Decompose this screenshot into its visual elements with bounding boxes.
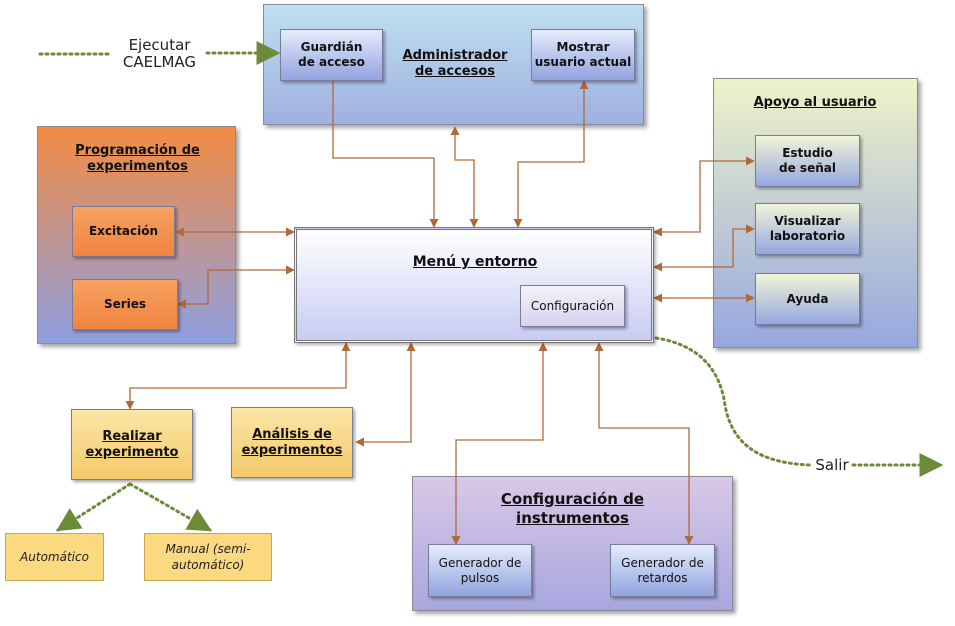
access-guardian-box[interactable]: Guardián de acceso (280, 29, 383, 81)
run-experiment-title: Realizar experimento (85, 428, 179, 460)
guardian-to-menu-connector (332, 81, 439, 228)
retardos-menu-connector (594, 342, 694, 545)
auto-dotted-arrow (55, 482, 132, 532)
run-experiment-box[interactable]: Realizar experimento (71, 409, 193, 480)
pulsos-menu-connector (451, 342, 548, 545)
signal-study-box[interactable]: Estudio de señal (755, 135, 860, 187)
manual-dotted-arrow (128, 482, 213, 532)
execute-caelmag-label: Ejecutar CAELMAG (122, 36, 197, 71)
analisis-menu-connector (355, 342, 416, 447)
admin-menu-connector (450, 126, 479, 228)
manual-mode-box[interactable]: Manual (semi-automático) (144, 533, 272, 581)
exit-label[interactable]: Salir (815, 456, 849, 474)
automatic-mode-box[interactable]: Automático (5, 533, 104, 581)
experiment-programming-title: Programación de experimentos (75, 143, 200, 174)
exit-dotted-curve (654, 336, 812, 467)
configuration-box[interactable]: Configuración (520, 285, 625, 327)
series-menu-connector (177, 265, 295, 309)
view-laboratory-box[interactable]: Visualizar laboratorio (755, 203, 860, 255)
pulse-generator-box[interactable]: Generador de pulsos (428, 544, 532, 597)
realizar-menu-connector (125, 342, 351, 410)
main-menu-title: Menú y entorno (412, 254, 538, 270)
analysis-title: Análisis de experimentos (241, 426, 343, 458)
excitation-box[interactable]: Excitación (72, 206, 175, 257)
delay-generator-box[interactable]: Generador de retardos (610, 544, 715, 597)
analysis-box[interactable]: Análisis de experimentos (231, 407, 353, 478)
help-box[interactable]: Ayuda (755, 273, 860, 325)
user-support-title: Apoyo al usuario (753, 95, 877, 110)
show-current-user-box[interactable]: Mostrar usuario actual (531, 29, 635, 81)
access-admin-title: Administrador de accesos (402, 48, 508, 79)
series-box[interactable]: Series (72, 279, 178, 330)
mostrar-menu-connector (513, 80, 589, 228)
estudio-menu-connector (653, 156, 755, 237)
visualizar-menu-connector (653, 224, 755, 272)
